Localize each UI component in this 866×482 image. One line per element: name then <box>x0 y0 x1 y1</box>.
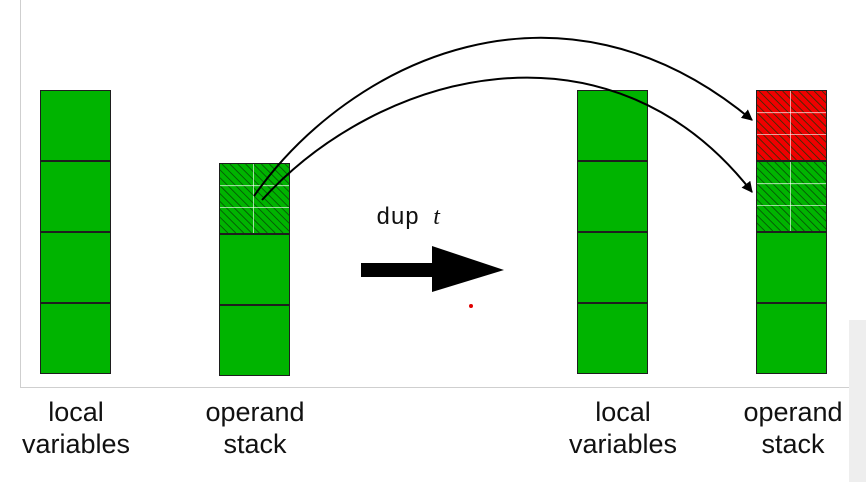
copy-arrow-to-new-top <box>253 37 753 197</box>
operand-slot <box>219 234 290 305</box>
operand-slot <box>756 303 827 374</box>
local-variable-slot <box>577 303 648 374</box>
label-line: local <box>595 397 651 427</box>
copy-arrow-to-original-slot <box>261 76 753 201</box>
local-variable-slot <box>40 161 111 232</box>
hatch-pattern <box>757 91 826 160</box>
stray-dot <box>469 304 473 308</box>
before-local-variables-label: local variables <box>0 396 156 460</box>
local-variable-slot <box>40 303 111 374</box>
hatch-pattern <box>220 164 289 233</box>
after-operand-stack <box>756 90 828 378</box>
operand-slot <box>756 232 827 303</box>
operand-slot-original-value <box>756 161 827 232</box>
label-line: operand <box>205 397 305 427</box>
label-line: stack <box>761 429 825 459</box>
transition-arrow-shaft <box>361 263 437 277</box>
local-variable-slot <box>577 161 648 232</box>
local-variable-slot <box>577 232 648 303</box>
after-local-variables-stack <box>577 90 649 378</box>
before-operand-stack <box>219 163 291 378</box>
frame-right-strip <box>849 320 866 482</box>
frame-bottom-border <box>20 387 866 388</box>
hatch-pattern <box>757 162 826 231</box>
local-variable-slot <box>40 232 111 303</box>
after-operand-stack-label: operand stack <box>723 396 863 460</box>
label-line: operand <box>743 397 843 427</box>
operand-slot-duplicated-value <box>756 90 827 161</box>
transition-arrow-head <box>432 246 504 292</box>
operand-slot <box>219 305 290 376</box>
instruction-mnemonic: dup <box>376 205 420 232</box>
local-variable-slot <box>577 90 648 161</box>
frame-left-border <box>20 0 21 388</box>
local-variable-slot <box>40 90 111 161</box>
label-line: stack <box>223 429 287 459</box>
label-line: variables <box>21 429 131 459</box>
before-operand-stack-label: operand stack <box>175 396 335 460</box>
label-line: local <box>48 397 104 427</box>
after-local-variables-label: local variables <box>543 396 703 460</box>
label-line: variables <box>568 429 678 459</box>
transition-arrow <box>361 246 504 292</box>
before-local-variables-stack <box>40 90 112 378</box>
instruction-type-parameter: t <box>433 204 440 230</box>
operand-slot-top-value <box>219 163 290 234</box>
